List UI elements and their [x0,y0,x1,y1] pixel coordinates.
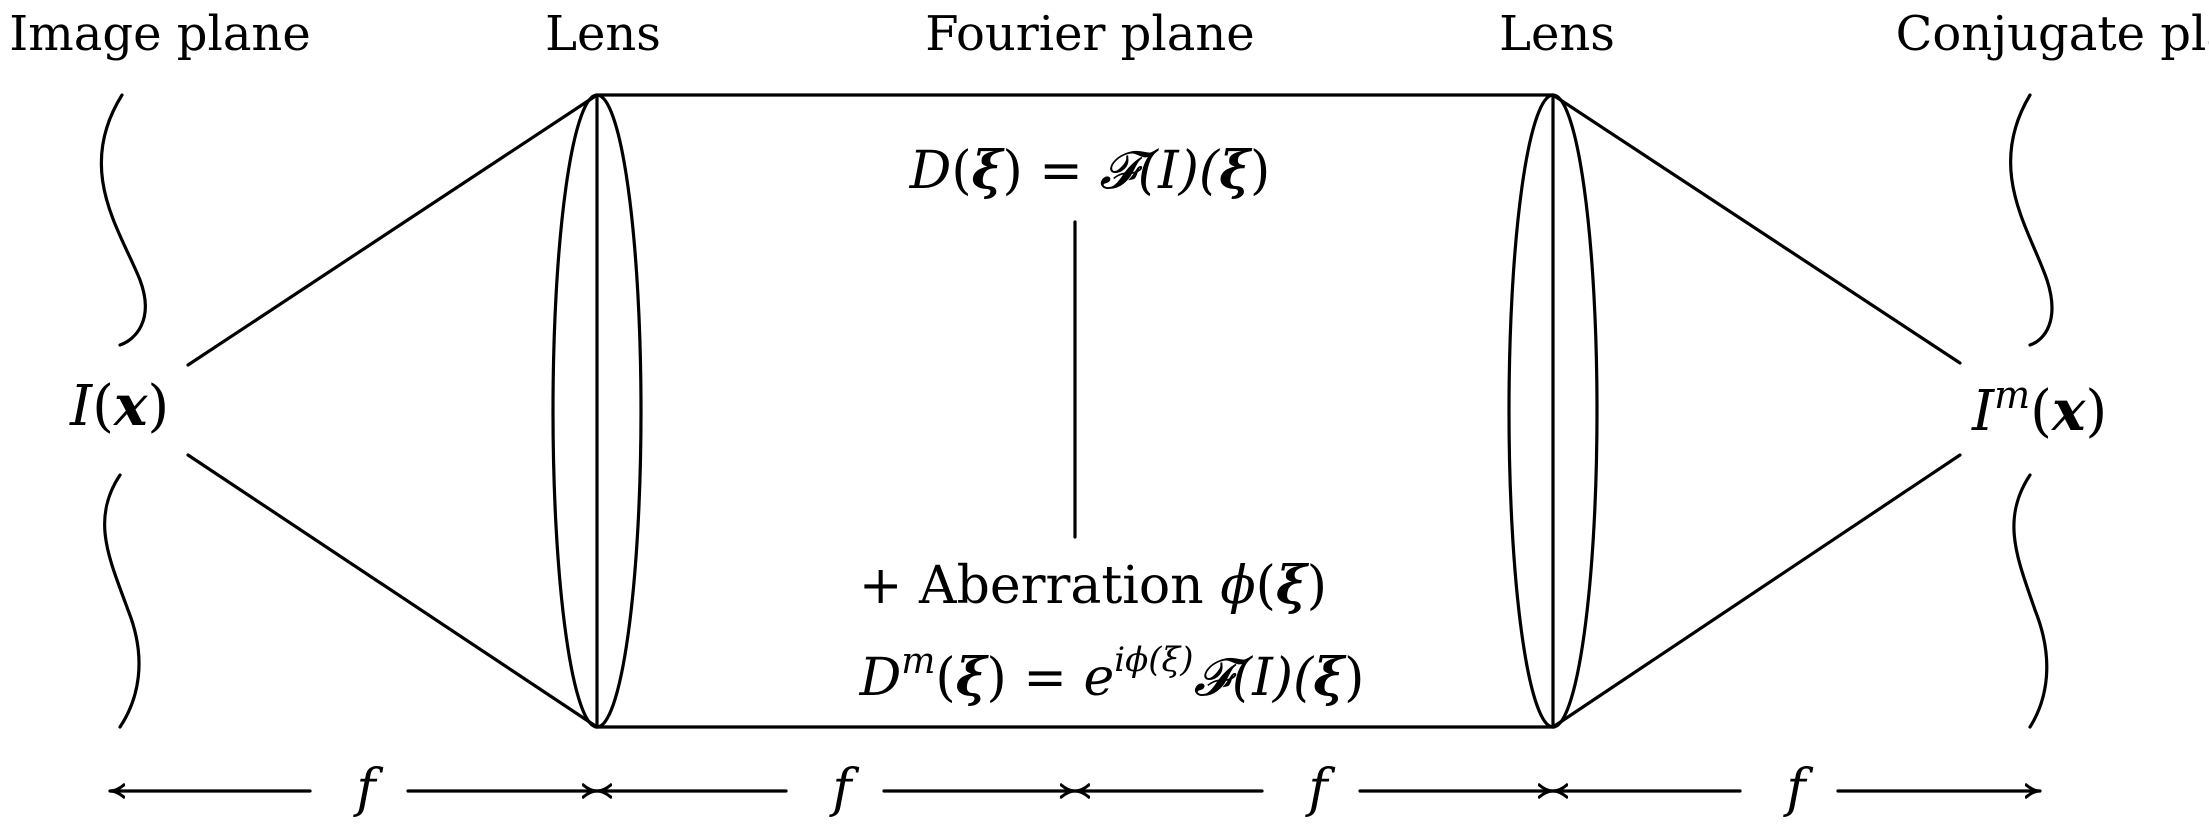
conjugate-plane-wave-lower [2012,473,2049,729]
aberration-label: + Aberration ϕ(ξ) [859,555,1327,616]
ray-upper-right [1551,93,1962,365]
input-intensity: I(x) [69,373,169,439]
distance-label-3: f [1304,759,1335,819]
distance-label-1: f [352,759,383,819]
ray-upper-left [186,93,599,367]
conjugate-plane-wave-upper [2009,93,2054,347]
lens-left-label: Lens [545,6,661,62]
distance-label-2: f [828,759,859,819]
fourier-plane-label: Fourier plane [925,6,1254,62]
distance-segment-3: f [1073,759,1555,819]
lens-right [1507,93,1599,729]
lens-left [551,93,643,729]
ray-lower-right [1551,453,1962,729]
conjugate-plane-label: Conjugate plane [1896,6,2209,62]
distance-segment-1: f [108,759,599,819]
output-intensity: Im(x) [1971,373,2107,444]
image-plane-wave-upper [99,93,147,347]
fourier-equation: D(ξ) = 𝓕(I)(ξ) [909,140,1271,201]
image-plane-wave-lower [103,473,141,729]
lens-right-label: Lens [1499,6,1615,62]
modulated-equation: Dm(ξ) = eiϕ(ξ)𝓕(I)(ξ) [859,640,1365,708]
ray-lower-left [186,453,599,729]
distance-segment-2: f [595,759,1077,819]
distance-label-4: f [1782,759,1813,819]
image-plane-label: Image plane [9,6,311,62]
distance-segment-4: f [1551,759,2042,819]
